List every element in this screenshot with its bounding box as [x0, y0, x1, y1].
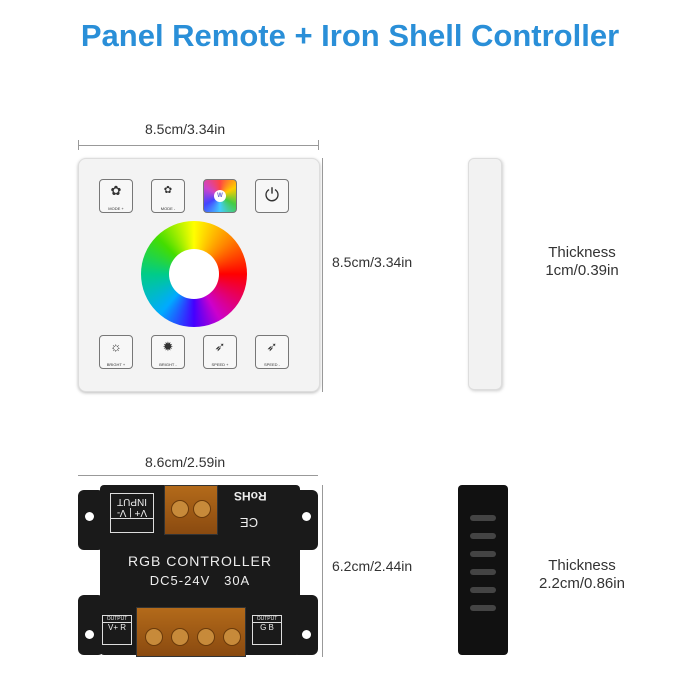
controller-thickness-label: Thickness — [548, 557, 616, 574]
panel-height-label: 8.5cm/3.34in — [332, 254, 413, 270]
panel-thickness-value: 1cm/0.39in — [545, 262, 619, 279]
button-label: SPEED - — [263, 362, 280, 367]
bright-plus-button[interactable]: ☼BRIGHT + — [99, 335, 133, 369]
speed-plus-button[interactable]: ➶SPEED + — [203, 335, 237, 369]
panel-remote: ✿MODE + ✿MODE - W ⏻ ☼BRIGHT + ✹BRIGHT - … — [78, 158, 320, 392]
power-icon: ⏻ — [264, 185, 280, 205]
ce-mark: CE — [240, 515, 259, 530]
output-label: OUTPUT — [256, 616, 278, 622]
input-pins: V+ | V- — [111, 507, 153, 519]
button-label: MODE + — [108, 206, 124, 211]
mounting-ear — [78, 490, 104, 550]
output-right-pins: G B — [253, 622, 281, 632]
color-wheel[interactable] — [141, 221, 247, 327]
button-label: MODE - — [160, 206, 176, 211]
panel-side-view — [468, 158, 502, 390]
panel-thickness-label: Thickness — [548, 244, 616, 261]
panel-height-line — [322, 158, 323, 392]
controller-side-view — [458, 485, 508, 655]
bright-minus-button[interactable]: ✹BRIGHT - — [151, 335, 185, 369]
speed-minus-button[interactable]: ➶SPEED - — [255, 335, 289, 369]
page-title: Panel Remote + Iron Shell Controller — [80, 18, 620, 53]
panel-width-line — [78, 145, 318, 146]
controller-width-line — [78, 475, 318, 476]
controller-height-label: 6.2cm/2.44in — [332, 558, 413, 574]
dim-tick — [318, 140, 319, 150]
controller-height-line — [322, 485, 323, 657]
dim-tick — [78, 140, 79, 150]
mounting-ear — [78, 595, 104, 655]
output-left-pins: V+ R — [103, 622, 131, 632]
output-label: OUTPUT — [106, 616, 128, 622]
white-button[interactable]: W — [203, 179, 237, 213]
controller-name: RGB CONTROLLER — [128, 553, 272, 569]
white-label: W — [214, 190, 226, 202]
input-terminal — [164, 485, 218, 535]
rohs-mark: RoHS — [234, 489, 267, 503]
power-button[interactable]: ⏻ — [255, 179, 289, 213]
controller-width-label: 8.6cm/2.59in — [145, 454, 226, 470]
input-label: INPUT — [117, 496, 147, 507]
controller-thickness-value: 2.2cm/0.86in — [539, 575, 625, 592]
input-label-box: INPUT V+ | V- — [110, 493, 154, 533]
button-label: BRIGHT - — [159, 362, 177, 367]
mode-minus-button[interactable]: ✿MODE - — [151, 179, 185, 213]
button-label: SPEED + — [211, 362, 229, 367]
rgb-controller: INPUT V+ | V- RoHS CE RGB CONTROLLER DC5… — [100, 485, 300, 657]
output-terminal — [136, 607, 246, 657]
button-label: BRIGHT + — [106, 362, 126, 367]
panel-width-label: 8.5cm/3.34in — [145, 121, 226, 137]
controller-spec: DC5-24V 30A — [149, 573, 251, 588]
mode-plus-button[interactable]: ✿MODE + — [99, 179, 133, 213]
